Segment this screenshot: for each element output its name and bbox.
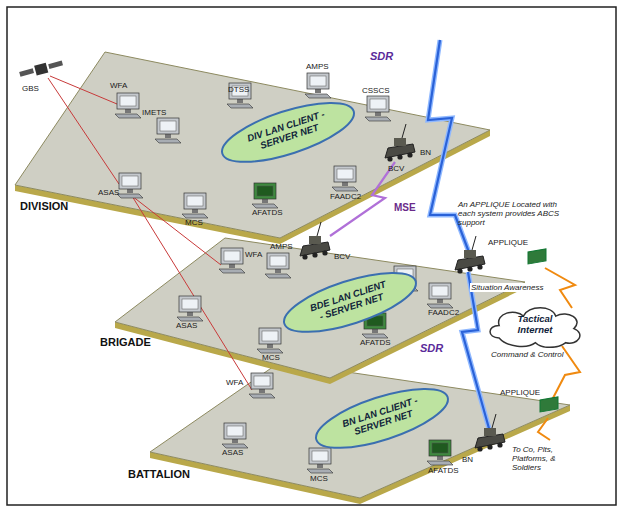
system-label: ASAS bbox=[98, 188, 119, 197]
computer-icon bbox=[117, 173, 143, 198]
system-label: BCV bbox=[334, 252, 350, 261]
echelon-label: DIVISION bbox=[20, 200, 68, 213]
system-label: APPLIQUE bbox=[488, 238, 528, 247]
computer-icon bbox=[332, 166, 358, 191]
computer-icon bbox=[427, 440, 453, 465]
computer-icon bbox=[222, 423, 248, 448]
computer-icon bbox=[182, 193, 208, 218]
link-label: SDR bbox=[368, 50, 395, 63]
computer-icon bbox=[265, 253, 291, 278]
computer-icon bbox=[365, 96, 391, 121]
link-lines bbox=[48, 76, 252, 390]
computer-icon bbox=[115, 93, 141, 118]
battalion-plane bbox=[150, 362, 570, 504]
system-label: WFA bbox=[226, 378, 243, 387]
computer-icon bbox=[427, 283, 453, 308]
echelon-label: BATTALION bbox=[128, 468, 190, 481]
system-label: AFATDS bbox=[252, 208, 283, 217]
frame bbox=[7, 7, 616, 505]
system-label: BN bbox=[420, 148, 431, 157]
system-label: MCS bbox=[310, 474, 328, 483]
system-label: WFA bbox=[245, 250, 262, 259]
echelon-label: BRIGADE bbox=[100, 336, 151, 349]
system-label: ASAS bbox=[176, 321, 197, 330]
system-label: FAADC2 bbox=[428, 308, 459, 317]
system-label: WFA bbox=[110, 81, 127, 90]
computer-icon bbox=[305, 73, 331, 98]
node-text: Tactical Internet bbox=[505, 314, 565, 336]
link-label: SDR bbox=[418, 342, 445, 355]
system-label: AMPS bbox=[306, 62, 329, 71]
note: To Co, Plts, Platforms, & Soldiers bbox=[512, 445, 576, 473]
vehicle-icon bbox=[475, 414, 505, 452]
icons bbox=[115, 73, 558, 473]
computer-icon bbox=[257, 328, 283, 353]
system-label: ASAS bbox=[222, 448, 243, 457]
system-label: AFATDS bbox=[360, 338, 391, 347]
network-cloud: Tactical Internet bbox=[485, 302, 586, 349]
system-label: AFATDS bbox=[428, 466, 459, 475]
system-label: MCS bbox=[262, 353, 280, 362]
system-label: APPLIQUE bbox=[500, 388, 540, 397]
division-plane bbox=[15, 52, 490, 244]
flow-label: Command & Control bbox=[490, 350, 564, 359]
computer-icon bbox=[252, 183, 278, 208]
computer-icon bbox=[307, 448, 333, 473]
computer-icon bbox=[155, 118, 181, 143]
system-label: BN bbox=[462, 455, 473, 464]
link-label: MSE bbox=[392, 202, 418, 214]
applique-box bbox=[528, 249, 546, 264]
system-label: DTSS bbox=[228, 85, 249, 94]
system-label: MCS bbox=[185, 218, 203, 227]
system-label: FAADC2 bbox=[330, 192, 361, 201]
satellite bbox=[19, 61, 63, 77]
computer-icon bbox=[177, 296, 203, 321]
brigade-plane bbox=[115, 238, 525, 384]
applique-box bbox=[540, 397, 558, 412]
system-label: BCV bbox=[388, 164, 404, 173]
mse-link bbox=[330, 162, 395, 236]
vehicle-icon bbox=[455, 236, 485, 274]
system-label: AMPS bbox=[270, 242, 293, 251]
vehicle-icon bbox=[300, 222, 330, 260]
flow-label: Situation Awareness bbox=[470, 283, 545, 292]
system-label: GBS bbox=[22, 84, 39, 93]
computer-icon bbox=[249, 373, 275, 398]
sdr-link bbox=[462, 272, 490, 432]
computer-icon bbox=[227, 83, 253, 108]
computer-icon bbox=[219, 248, 245, 273]
system-label: CSSCS bbox=[362, 86, 390, 95]
vehicle-icon bbox=[385, 124, 415, 162]
system-label: IMETS bbox=[142, 108, 166, 117]
note: An APPLIQUE Located with each system pro… bbox=[458, 200, 568, 228]
